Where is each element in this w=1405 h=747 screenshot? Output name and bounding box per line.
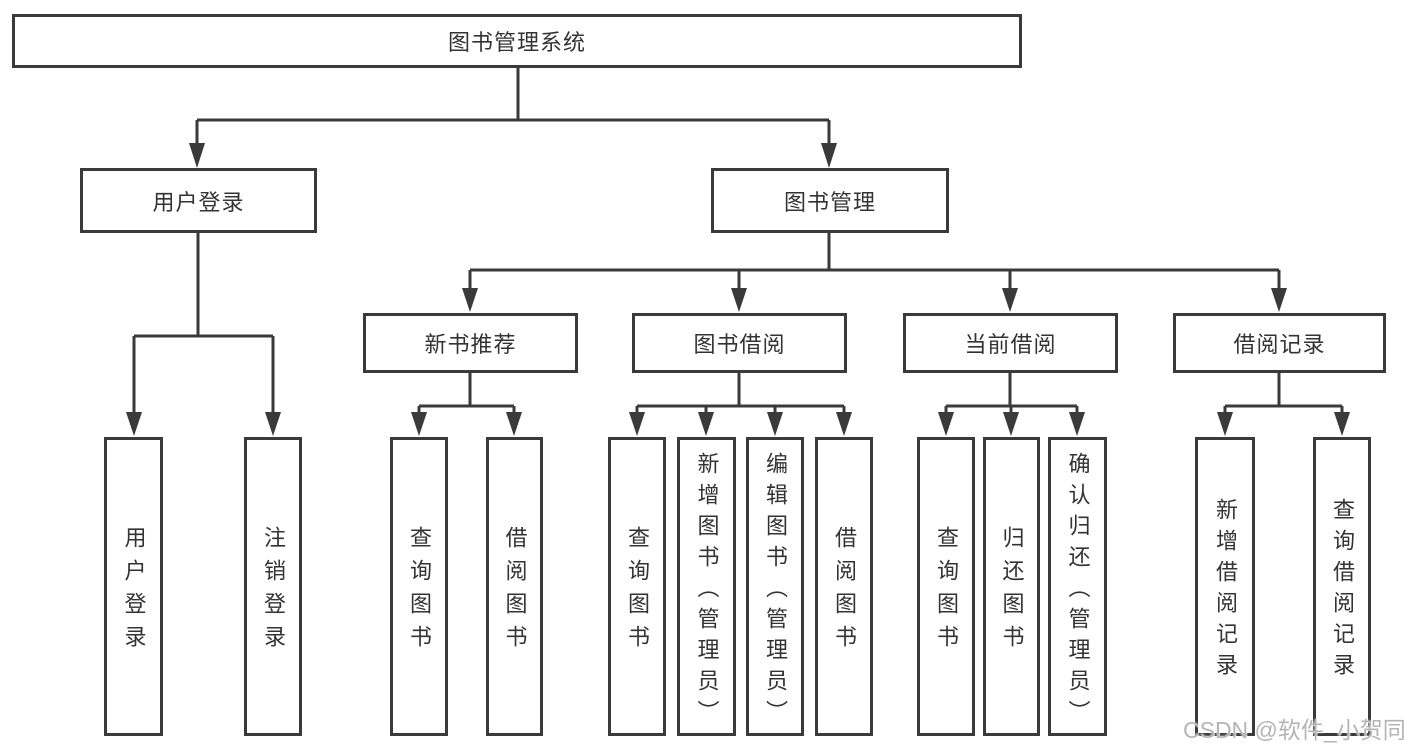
leaf-add-book-admin-label: 新增图书（管理员） [694,451,720,731]
leaf-confirm-return-admin-label: 确认归还（管理员） [1065,451,1091,731]
arrowhead-book-borrow-leaf-3 [767,412,783,436]
node-current-borrow-label: 当前借阅 [964,332,1057,357]
arrowhead-user-login-leaf-1 [126,412,142,436]
connector-root-to-level2 [195,68,831,144]
arrowhead-new-books [462,288,478,312]
arrowhead-new-books-leaf-2 [506,412,522,436]
leaf-edit-book-admin-label: 编辑图书（管理员） [763,451,788,731]
arrowhead-new-books-leaf-1 [411,412,427,436]
arrowhead-book-borrow-leaf-4 [836,412,852,436]
node-user-login: 用户登录 [80,168,317,233]
arrowhead-book-borrow-leaf-2 [698,412,714,436]
node-book-mgmt: 图书管理 [711,168,949,233]
leaf-return-book: 归还图书 [983,437,1040,736]
node-borrow-records: 借阅记录 [1173,313,1386,373]
leaf-current-query: 查询图书 [917,437,975,736]
connector-borrow-records [1223,373,1344,413]
connector-book-mgmt [468,233,1281,289]
arrowhead-user-login-leaf-2 [265,412,281,436]
arrowhead-current-borrow [1002,288,1018,312]
node-new-books: 新书推荐 [363,313,578,373]
node-current-borrow: 当前借阅 [903,313,1118,373]
node-new-books-label: 新书推荐 [424,332,517,357]
leaf-borrow-query-label: 查询图书 [625,526,650,658]
leaf-logout: 注销登录 [244,437,302,736]
node-user-login-label: 用户登录 [152,189,245,215]
leaf-add-book-admin: 新增图书（管理员） [677,437,736,736]
arrowhead-user-login [189,143,205,168]
csdn-watermark: CSDN @软件_小贺同学 [1183,717,1405,743]
leaf-query-borrow-record-label: 查询借阅记录 [1330,498,1355,684]
node-root-label: 图书管理系统 [447,30,586,55]
leaf-new-books-query-label: 查询图书 [407,526,432,658]
leaf-query-borrow-record: 查询借阅记录 [1313,437,1371,736]
leaf-user-login-label: 用户登录 [121,526,147,658]
leaf-user-login: 用户登录 [104,437,163,736]
leaf-new-books-borrow-label: 借阅图书 [502,526,528,658]
arrowhead-current-borrow-leaf-2 [1003,412,1019,436]
leaf-add-borrow-record-label: 新增借阅记录 [1213,498,1238,684]
node-book-borrow: 图书借阅 [632,313,847,373]
leaf-logout-label: 注销登录 [261,526,286,658]
leaf-new-books-query: 查询图书 [390,437,448,736]
arrowhead-borrow-records [1271,288,1287,312]
node-borrow-records-label: 借阅记录 [1233,332,1326,357]
arrowhead-current-borrow-leaf-3 [1069,412,1085,436]
leaf-current-query-label: 查询图书 [934,526,959,658]
arrowhead-book-borrow [731,288,747,312]
connector-new-books [417,373,516,413]
arrowhead-borrow-records-leaf-2 [1334,412,1350,436]
connector-user-login [132,233,275,413]
leaf-borrow-book-label: 借阅图书 [832,526,857,658]
connector-book-borrow [635,373,846,413]
leaf-new-books-borrow: 借阅图书 [486,437,543,736]
arrowhead-current-borrow-leaf-1 [938,412,954,436]
leaf-edit-book-admin: 编辑图书（管理员） [746,437,804,736]
arrowhead-borrow-records-leaf-1 [1217,412,1233,436]
leaf-return-book-label: 归还图书 [999,526,1025,658]
node-book-mgmt-label: 图书管理 [783,189,876,215]
node-root: 图书管理系统 [12,14,1022,68]
node-book-borrow-label: 图书借阅 [693,332,786,357]
leaf-borrow-query: 查询图书 [608,437,666,736]
leaf-borrow-book: 借阅图书 [815,437,873,736]
arrowhead-book-mgmt [821,143,837,168]
leaf-confirm-return-admin: 确认归还（管理员） [1048,437,1107,736]
arrowhead-book-borrow-leaf-1 [629,412,645,436]
leaf-add-borrow-record: 新增借阅记录 [1195,437,1255,736]
connector-current-borrow [944,373,1079,413]
